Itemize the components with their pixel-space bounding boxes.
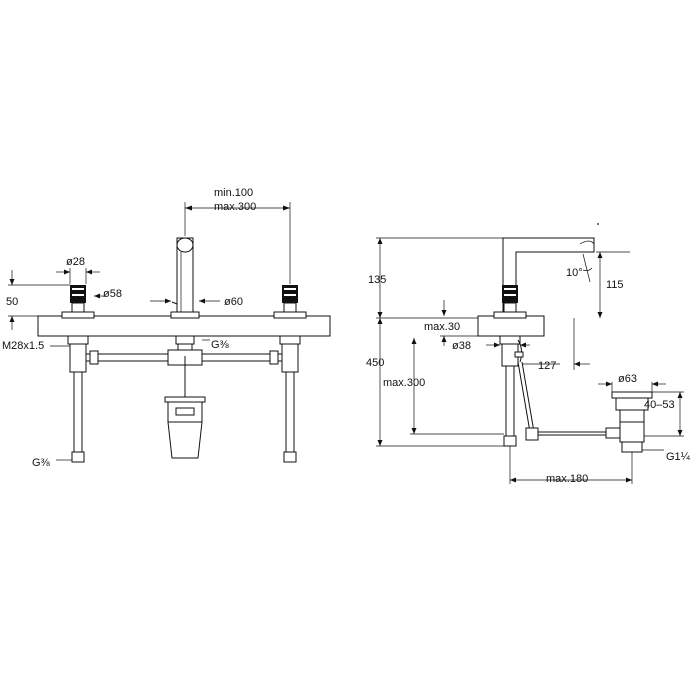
max-spacing-label: max.300 (214, 201, 256, 213)
dim-rod-length (509, 446, 633, 484)
countertop-front (37, 315, 331, 337)
min-spacing-label: min.100 (214, 187, 253, 199)
handle-height-label: 50 (6, 296, 18, 308)
dim-hole-diameter (486, 342, 530, 348)
inlet-connection-label: G⅜ (32, 457, 51, 469)
spout-front (170, 237, 200, 357)
dim-spout-diameter (150, 298, 220, 304)
hole-diameter-label: ø38 (452, 340, 471, 352)
waste-side (605, 391, 653, 453)
dim-rosette (94, 293, 104, 299)
dim-handle-height (8, 270, 70, 330)
spout-reach-label: 127 (538, 360, 556, 372)
connector-hose-right (197, 353, 283, 362)
supply-hose-left (73, 371, 83, 453)
deck-thickness-label: max.30 (424, 321, 460, 333)
spout-angle-label: 10° (566, 267, 583, 279)
handle-left (61, 285, 95, 373)
supply-hose-side (505, 365, 515, 437)
waste-adjustment-label: 40–53 (644, 399, 675, 411)
waste-thread-label: G1¼ (666, 451, 691, 463)
dim-spacing (184, 202, 291, 284)
spout-height-label: 135 (368, 274, 386, 286)
dim-outlet-height (596, 251, 630, 318)
handle-right (273, 285, 307, 373)
rosette-diameter-label: ø58 (103, 288, 122, 300)
dim-handle-diameter (56, 268, 100, 284)
handle-diameter-label: ø28 (66, 256, 85, 268)
connector-hose-left (85, 353, 173, 362)
waste-front (164, 396, 206, 459)
thread-label: M28x1.5 (2, 340, 44, 352)
dim-waste-adjustment (644, 391, 684, 437)
countertop-side (477, 315, 545, 337)
side-view: 135 10° 115 max.30 ø38 127 (366, 223, 691, 485)
waste-diameter-label: ø63 (618, 373, 637, 385)
spout-diameter-label: ø60 (224, 296, 243, 308)
rod-length-label: max.180 (546, 473, 588, 485)
below-deck-label: 450 (366, 357, 384, 369)
hose-length-label: max.300 (383, 377, 425, 389)
dim-waste-diameter (598, 381, 666, 392)
dim-spout-height (376, 237, 503, 319)
dim-spout-reach (522, 318, 590, 370)
outlet-height-label: 115 (606, 279, 624, 291)
dim-below-deck (376, 318, 504, 447)
front-view: min.100 max.300 ø28 ø58 50 ø60 (2, 187, 331, 469)
dim-hose-length (410, 338, 504, 435)
dim-deck-thickness (440, 300, 478, 346)
spout-side (493, 223, 599, 367)
hose-connection-label: G⅜ (211, 339, 230, 351)
popup-rod (517, 361, 606, 441)
supply-hose-right (285, 371, 295, 453)
